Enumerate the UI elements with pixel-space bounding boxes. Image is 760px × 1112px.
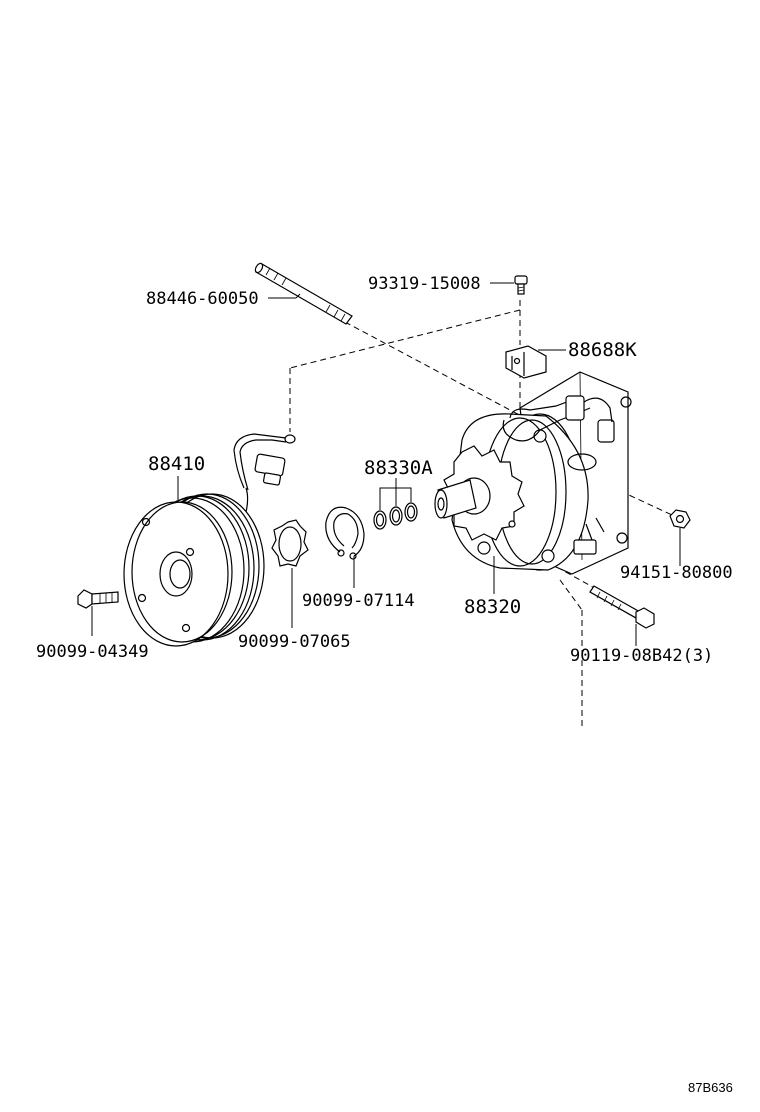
snap-ring-part[interactable] bbox=[325, 506, 365, 560]
label-93319-15008: 93319-15008 bbox=[368, 274, 481, 294]
label-90099-07065: 90099-07065 bbox=[238, 632, 351, 652]
label-90099-04349: 90099-04349 bbox=[36, 642, 149, 662]
label-88688K: 88688K bbox=[568, 339, 637, 361]
shim-part[interactable] bbox=[271, 519, 309, 567]
figure-code: 87B636 bbox=[688, 1080, 733, 1095]
compressor-body-part[interactable] bbox=[434, 371, 632, 575]
screw-part[interactable] bbox=[514, 275, 528, 295]
label-90099-07114: 90099-07114 bbox=[302, 591, 415, 611]
label-90119-08B42: 90119-08B42(3) bbox=[570, 646, 713, 666]
bracket-part[interactable] bbox=[505, 345, 547, 379]
nut-part[interactable] bbox=[669, 509, 691, 529]
clutch-pulley-part[interactable] bbox=[123, 433, 296, 647]
label-88446-60050: 88446-60050 bbox=[146, 289, 259, 309]
bolt-part[interactable] bbox=[77, 589, 119, 609]
label-94151-80800: 94151-80800 bbox=[620, 563, 733, 583]
o-ring-set-part[interactable] bbox=[373, 502, 418, 530]
label-88330A: 88330A bbox=[364, 457, 433, 479]
label-88410: 88410 bbox=[148, 453, 205, 475]
long-bolt-part[interactable] bbox=[589, 585, 655, 629]
label-88320: 88320 bbox=[464, 596, 521, 618]
stud-bolt-part[interactable] bbox=[254, 262, 353, 325]
